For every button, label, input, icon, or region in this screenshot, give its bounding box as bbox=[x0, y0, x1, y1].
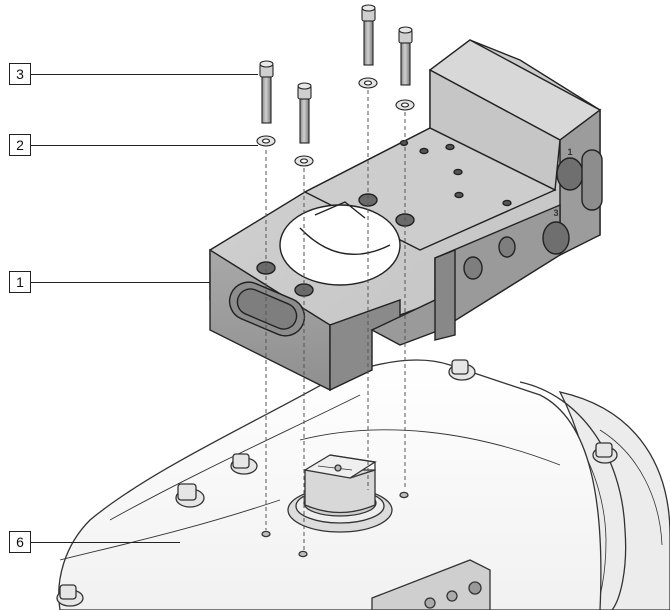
washer bbox=[294, 155, 314, 167]
washer bbox=[358, 77, 378, 89]
assembly-axis-lines bbox=[265, 90, 406, 550]
callout-3-leader bbox=[30, 74, 258, 75]
callout-2-leader bbox=[30, 145, 258, 146]
actuator-body bbox=[56, 359, 670, 610]
port-mark-3: 3 bbox=[553, 208, 558, 218]
callout-1-leader bbox=[30, 282, 210, 283]
screw bbox=[361, 4, 376, 66]
callout-3: 3 bbox=[9, 63, 31, 85]
callout-6-leader bbox=[30, 542, 180, 543]
washer bbox=[395, 99, 415, 111]
screw bbox=[398, 26, 413, 86]
callout-1: 1 bbox=[9, 271, 31, 293]
port-mark-1: 1 bbox=[567, 147, 572, 157]
washer bbox=[256, 135, 276, 147]
callout-2: 2 bbox=[9, 134, 31, 156]
callout-6: 6 bbox=[9, 531, 31, 553]
screw bbox=[259, 60, 274, 124]
screw bbox=[297, 82, 312, 144]
